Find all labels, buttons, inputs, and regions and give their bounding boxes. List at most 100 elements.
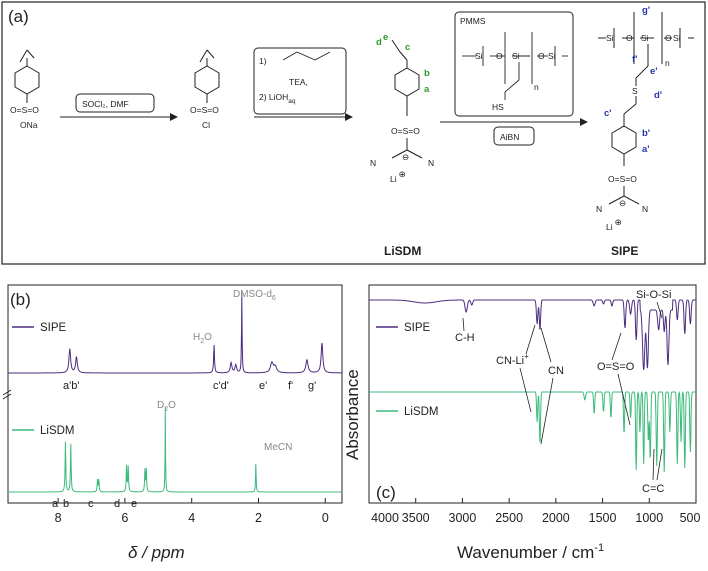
panel-c-plot-frame [368, 284, 697, 504]
panel-b-letter: (b) [10, 290, 31, 309]
lisdm-site-c: c [405, 42, 410, 53]
ftir-pointer-cc-1 [652, 448, 655, 481]
nmr-xlabel: δ / ppm [128, 543, 185, 562]
lisdm-anion: ⊖ [402, 152, 409, 162]
lisdm-site-b: b [424, 68, 430, 79]
ftir-pointer-cnli-1 [525, 324, 536, 355]
nmr-label-b: b [63, 498, 69, 510]
lisdm-li-text: Li [390, 174, 397, 184]
ftir-label-oso: O=S=O [597, 361, 635, 373]
ftir-xtick-label: 3500 [402, 511, 430, 525]
sipe-li: Li⊕ [606, 217, 622, 232]
nmr-lisdm-spectrum [8, 406, 342, 493]
ftir-label-cnli: CN-Li+ [496, 352, 529, 367]
pmms-si-2: Si [512, 51, 520, 61]
nmr-sipe-spectrum [8, 292, 342, 374]
panel-a-letter: (a) [8, 7, 29, 26]
nmr-label-g: g' [308, 380, 316, 392]
ftir-label-ch: C-H [455, 332, 475, 344]
malononitrile-structure [282, 51, 331, 61]
start-ona-label: ONa [20, 120, 38, 130]
sipe-name: SIPE [611, 244, 638, 258]
ftir-ylabel: Absorbance [343, 369, 362, 460]
compound-sulfonyl-chloride [194, 49, 220, 103]
ftir-xlabel-sup: -1 [594, 542, 604, 554]
sipe-site-c: c' [604, 108, 612, 119]
ftir-label-cnli-main: CN-Li [496, 355, 524, 367]
reagent-step-1: 1) [259, 56, 267, 66]
panel-c-letter: (c) [376, 483, 396, 502]
ftir-pointer-cn-2 [540, 377, 554, 445]
start-sulfonyl-label: O=S=O [10, 105, 39, 115]
legend-b-sipe-label: SIPE [40, 322, 67, 334]
axis-break-2 [2, 393, 12, 400]
reagent-tea: TEA, [289, 77, 308, 87]
legend-c-lisdm-label: LiSDM [404, 406, 439, 418]
sipe-si-2: Si [641, 33, 649, 43]
lisdm-n-left: N [370, 158, 376, 168]
reagent-aibn: AiBN [500, 132, 519, 142]
nmr-label-ab: a'b' [63, 380, 79, 392]
sipe-site-d: d' [654, 90, 662, 101]
compound-sipe [598, 12, 694, 205]
nmr-xtick-label: 6 [121, 511, 128, 525]
nmr-label-c: c [88, 498, 94, 510]
lisdm-name: LiSDM [384, 244, 421, 258]
pmms-si-3: Si [548, 51, 556, 61]
nmr-xtick-label: 4 [188, 511, 195, 525]
sipe-site-a: a' [642, 144, 650, 155]
axis-break-1 [2, 389, 12, 396]
sipe-li-text: Li [606, 222, 613, 232]
sipe-n-right: N [642, 204, 648, 214]
panel-a-frame [1, 1, 706, 265]
compound-styrenesulfonate [14, 49, 40, 103]
intermediate-sulfonyl-label: O=S=O [190, 105, 219, 115]
pmms-box [454, 11, 574, 117]
nmr-label-e-lisdm: e [131, 498, 137, 510]
panel-c: (c) Absorbance SIPE LiSDM C-H CN-Li+ CN … [343, 284, 701, 562]
nmr-label-h2o: H2O [193, 332, 212, 345]
nmr-label-e: e' [259, 380, 267, 392]
sipe-n-left: N [596, 204, 602, 214]
ftir-xtick-label: 1000 [635, 511, 663, 525]
ftir-pointer-cn-1 [540, 327, 552, 363]
nmr-label-cd: c'd' [213, 380, 229, 392]
sipe-site-g: g' [642, 5, 650, 16]
ftir-pointer-siosi [656, 301, 663, 319]
arrowhead-3 [580, 118, 588, 126]
arrowhead-1 [170, 113, 178, 121]
aibn-box [493, 126, 535, 146]
pmms-structure [462, 32, 568, 100]
nmr-label-h2o-sub: 2 [200, 338, 204, 345]
ftir-xtick-label: 4000 [371, 511, 399, 525]
nmr-xtick-label: 0 [322, 511, 329, 525]
compound-lisdm [391, 39, 423, 159]
nmr-label-d2o-o: O [168, 400, 176, 411]
reagent-socl2: SOCl₂, DMF [82, 99, 129, 109]
ftir-lisdm-spectrum [369, 390, 696, 473]
sipe-si-3: Si [673, 33, 681, 43]
nmr-label-dmso: DMSO-d6 [233, 289, 276, 302]
ftir-sipe-spectrum [369, 299, 696, 371]
pmms-o-1: O [496, 51, 503, 61]
ftir-pointer-oso-1 [611, 332, 622, 361]
panel-b-plot-frame [7, 284, 343, 504]
nmr-label-d2o-d: D [157, 400, 164, 411]
pmms-si-1: Si [475, 51, 483, 61]
reagent-lioh: 2) LiOHaq [259, 92, 296, 105]
lisdm-site-a: a [424, 84, 430, 95]
nmr-label-h2o-h: H [193, 332, 200, 343]
ftir-xtick-label: 2500 [495, 511, 523, 525]
lisdm-sulfonyl-label: O=S=O [391, 126, 420, 136]
reagent-lioh-main: 2) LiOH [259, 92, 288, 102]
pmms-o-2: O [538, 51, 545, 61]
ftir-label-cc: C=C [642, 483, 664, 495]
ftir-xtick-label: 500 [680, 511, 701, 525]
sipe-o-1: O [626, 33, 633, 43]
legend-c-sipe-label: SIPE [404, 322, 431, 334]
reagent-pmms: PMMS [460, 16, 486, 26]
ftir-xlabel-main: Wavenumber / cm [457, 543, 594, 562]
pmms-n: n [534, 82, 539, 92]
ftir-xtick-label: 1500 [589, 511, 617, 525]
